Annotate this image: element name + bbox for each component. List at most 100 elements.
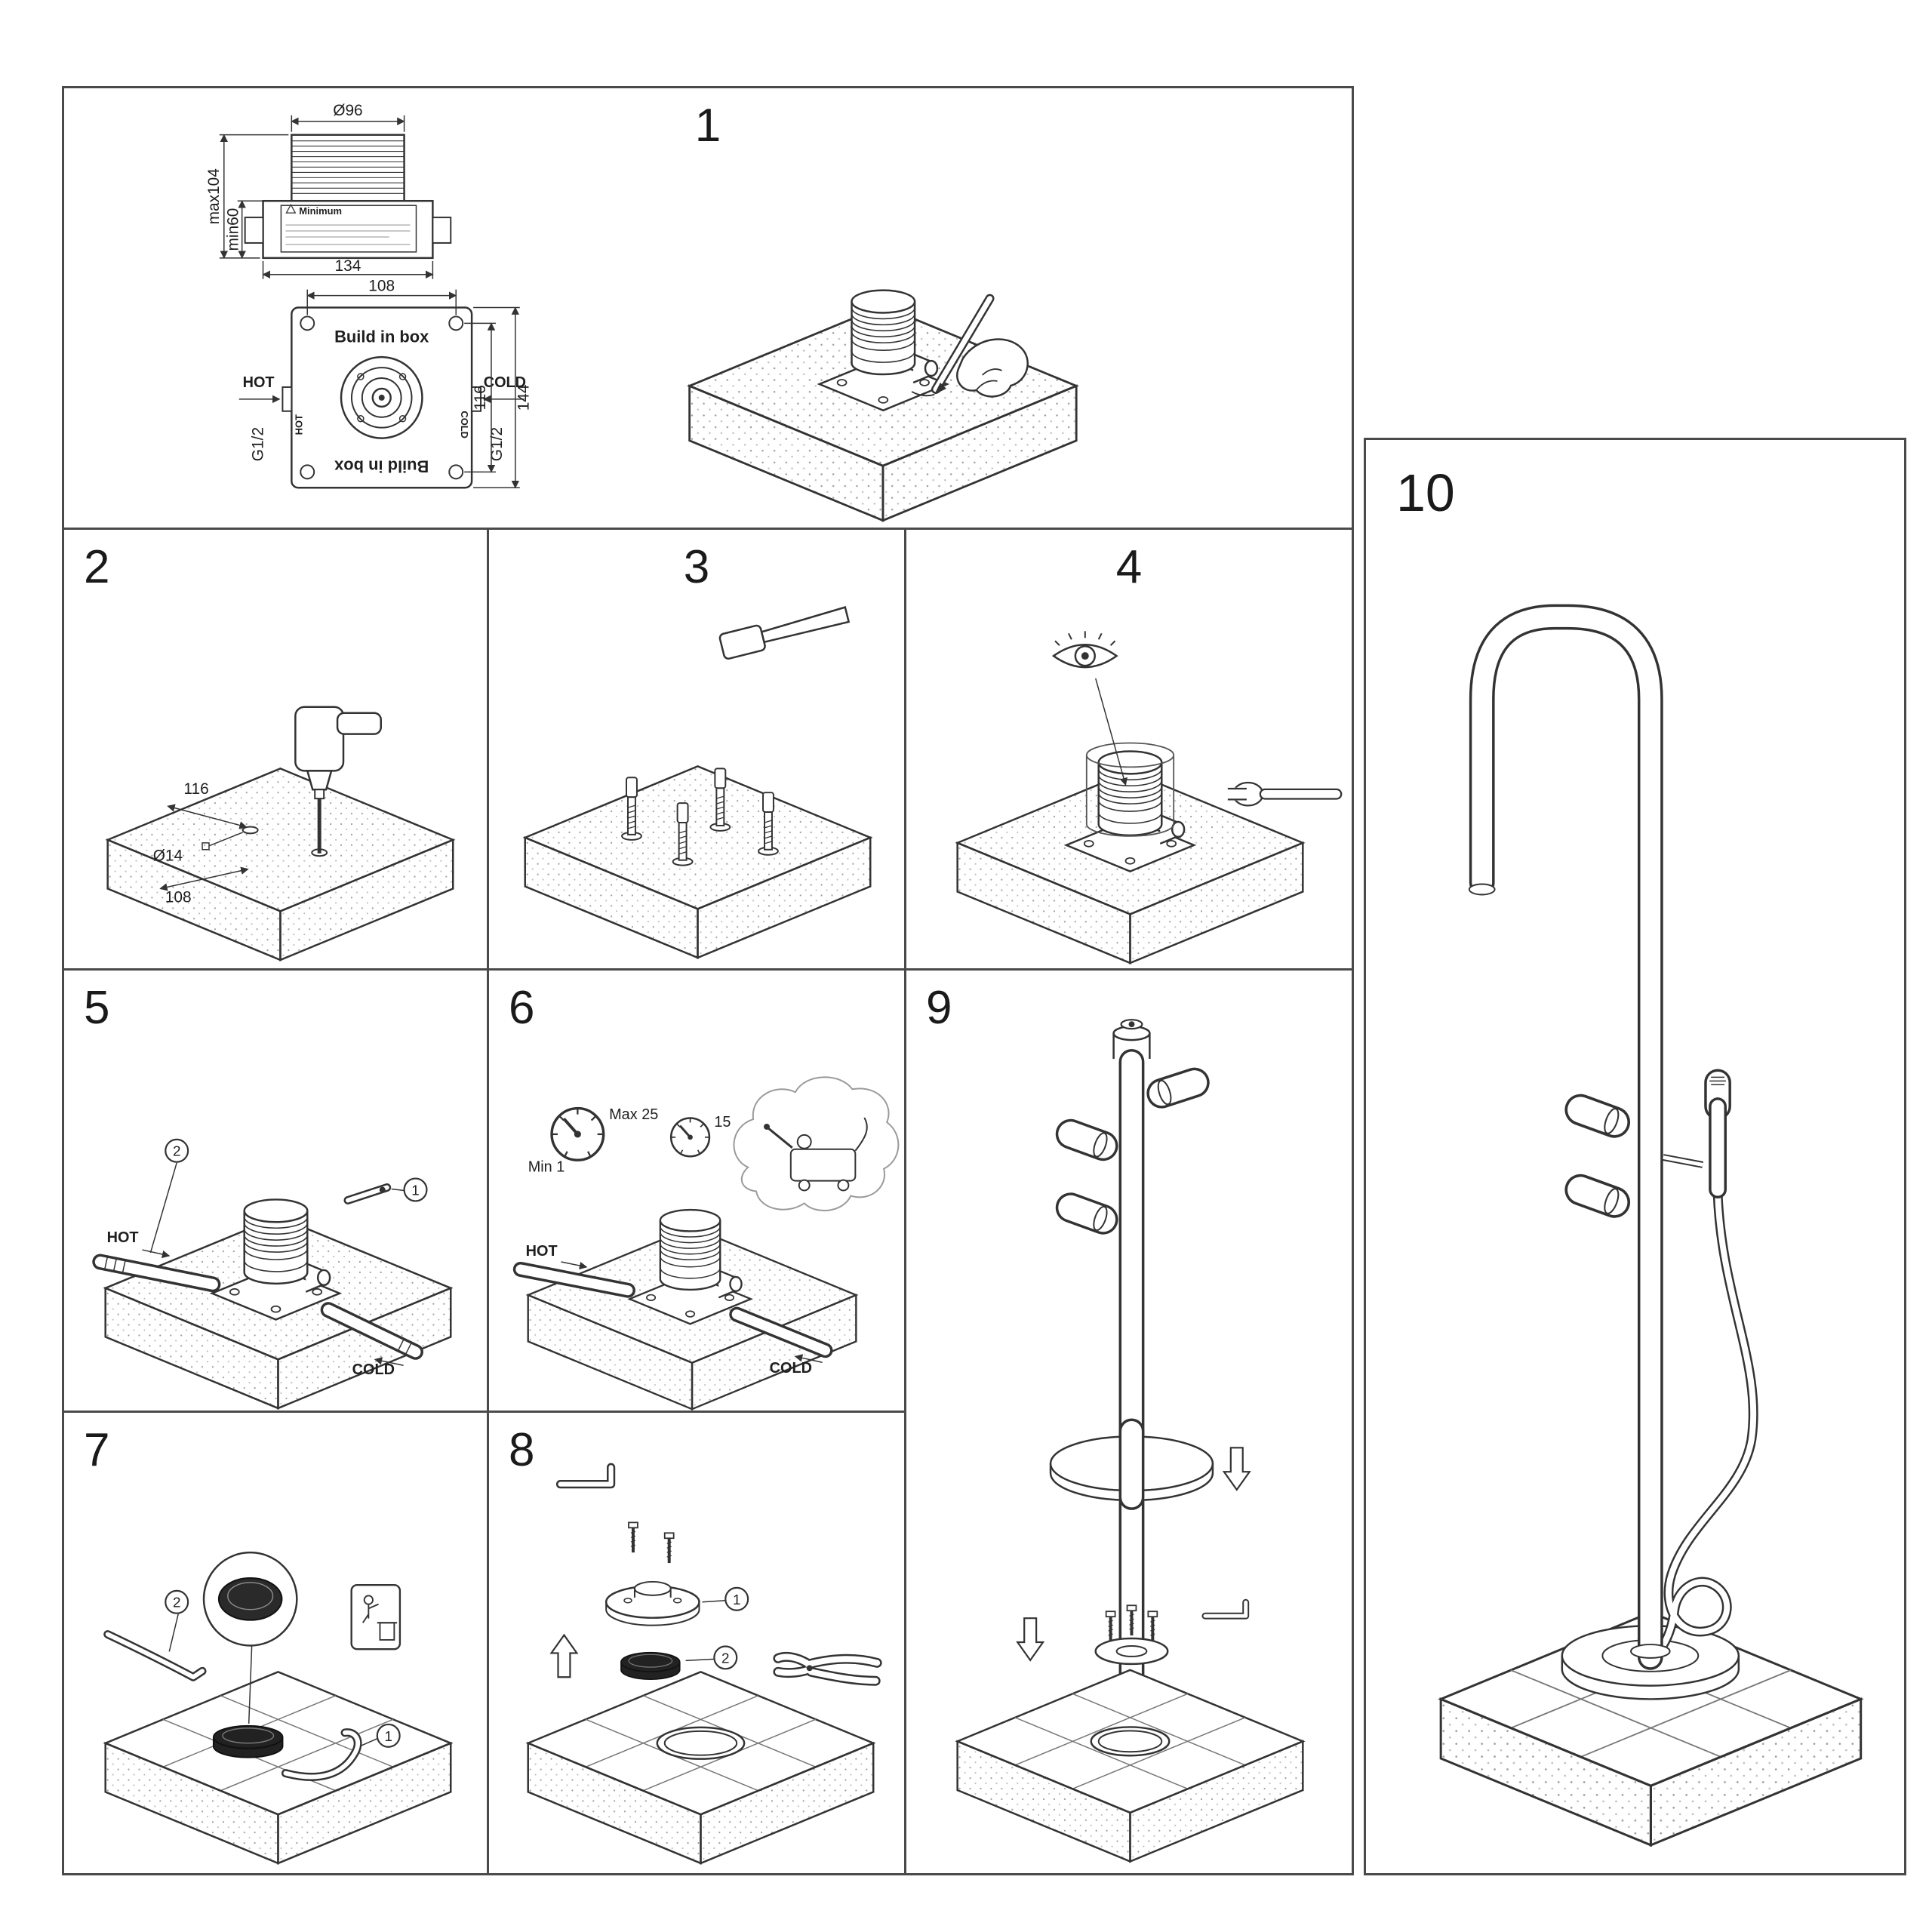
screw (663, 1531, 675, 1565)
step-panel-6: 6 Max 25 Min 1 15 HOT COLD (487, 968, 906, 1413)
screw (627, 1521, 639, 1555)
pliers-icon (778, 1657, 877, 1681)
step1-illustration: Ø96 Minimum max104 min60 134 (205, 102, 1078, 522)
dim-116: 116 (472, 385, 489, 410)
tiled-floor-slab (956, 1669, 1304, 1863)
temperature-knob (1066, 1122, 1109, 1158)
step9-illustration (956, 1019, 1304, 1863)
step6-illustration: Max 25 Min 1 15 HOT COLD (512, 1076, 900, 1411)
pressure-gauge-icon (669, 1117, 711, 1158)
allen-key-icon (560, 1467, 611, 1484)
step-number-4: 4 (1115, 541, 1143, 593)
gauge-max-label: Max 25 (609, 1106, 658, 1123)
eye-icon (1052, 630, 1118, 669)
step-panel-10: 10 (1364, 438, 1906, 1875)
gauge-min-label: Min 1 (528, 1159, 565, 1176)
callout-1-number: 1 (384, 1729, 392, 1745)
spout-outlet (1468, 883, 1496, 896)
step-number-10: 10 (1396, 463, 1455, 522)
step-number-1: 1 (694, 100, 721, 152)
hot-label: HOT (107, 1229, 139, 1246)
step-panel-7: 7 2 1 (62, 1411, 489, 1875)
dim-dia-14: Ø14 (153, 848, 183, 865)
mounting-slab (524, 765, 872, 959)
step-panel-4: 4 (904, 528, 1354, 971)
step-number-7: 7 (84, 1424, 110, 1476)
flow-knob (1066, 1196, 1109, 1232)
step-number-6: 6 (509, 982, 535, 1034)
build-in-box-label-mirrored: Build in box (334, 457, 429, 475)
step8-illustration: 1 2 (527, 1413, 904, 1865)
step-number-3: 3 (683, 541, 710, 593)
pry-tool (281, 1728, 362, 1781)
diverter-knob (1155, 1071, 1198, 1106)
cold-label: COLD (352, 1361, 395, 1378)
valve-top-view: Build in box Build in box HOT COLD HOT C… (238, 278, 533, 489)
slide-down-arrow-icon (1017, 1617, 1044, 1661)
protective-cap (212, 1724, 284, 1758)
dim-108: 108 (165, 888, 192, 906)
step-number-2: 2 (84, 541, 110, 593)
hot-label: HOT (243, 374, 275, 391)
cold-label: COLD (770, 1360, 812, 1377)
hammer-icon (718, 602, 852, 661)
drill-hole (242, 826, 259, 835)
warn-label: Minimum (299, 205, 342, 217)
callout-2-number: 2 (173, 1144, 181, 1160)
dim-dia-96: Ø96 (333, 102, 362, 119)
step-panel-3: 3 (487, 528, 906, 971)
trash-disposal-icon (350, 1583, 401, 1651)
step-panel-5: 5 HOT 2 1 COLD (62, 968, 489, 1413)
valve-front-view: Ø96 Minimum max104 min60 134 (205, 102, 452, 279)
hand-shower (1662, 1069, 1731, 1199)
step-panel-8: 8 1 2 (487, 1411, 906, 1875)
cold-supply-pipe (320, 1302, 423, 1360)
dim-min60: min60 (225, 208, 242, 251)
wrench-icon (1226, 781, 1343, 807)
slide-down-arrow-icon (1223, 1447, 1251, 1491)
hot-label-small: HOT (293, 414, 304, 435)
callout-2-number: 2 (721, 1651, 730, 1666)
protective-cover (1085, 742, 1175, 837)
step3-illustration (524, 602, 872, 959)
step10-illustration (1439, 604, 1863, 1847)
step-panel-1: 1 Ø96 Minimum (62, 86, 1354, 530)
callout-1-number: 1 (411, 1183, 420, 1198)
column-top-cap (1112, 1019, 1151, 1059)
step-number-9: 9 (926, 982, 952, 1034)
step-number-8: 8 (509, 1424, 535, 1476)
hot-supply-pipe (512, 1261, 635, 1298)
escutcheon-ring (1049, 1418, 1214, 1510)
protective-cap (620, 1651, 681, 1681)
dim-116: 116 (183, 780, 208, 798)
gauge-value-label: 15 (714, 1114, 731, 1131)
cold-label-small: COLD (459, 411, 470, 438)
dim-134: 134 (335, 257, 361, 275)
plug-part (343, 1183, 392, 1204)
lift-up-arrow-icon (550, 1634, 578, 1678)
temperature-knob (1576, 1097, 1621, 1135)
callout-1-number: 1 (733, 1592, 741, 1608)
step5-illustration: HOT 2 1 COLD (92, 1138, 452, 1410)
step-number-5: 5 (84, 982, 110, 1034)
build-in-box-label: Build in box (334, 327, 429, 346)
decorative-plate (605, 1580, 700, 1626)
faucet-column-spout (1468, 604, 1671, 1670)
marking-scene (688, 289, 1078, 522)
hot-label: HOT (526, 1243, 558, 1260)
shower-column (1066, 1019, 1198, 1694)
cold-supply-pipe (729, 1306, 833, 1358)
allen-key-icon (1205, 1602, 1246, 1616)
flow-knob (1576, 1177, 1621, 1215)
pick-tool (103, 1630, 207, 1681)
step2-illustration: 116 Ø14 108 (106, 530, 454, 961)
hand-shower-hose (1653, 1188, 1758, 1658)
tiled-floor-slab (104, 1671, 452, 1865)
floor-hole-inner (663, 1730, 738, 1756)
dim-max104: max104 (205, 168, 223, 224)
pressure-gauge-icon (552, 1109, 604, 1161)
floor-flange (1094, 1602, 1246, 1666)
hot-supply-pipe (92, 1254, 221, 1293)
thread-label-left: G1/2 (250, 427, 267, 461)
step7-illustration: 2 1 (103, 1551, 452, 1865)
